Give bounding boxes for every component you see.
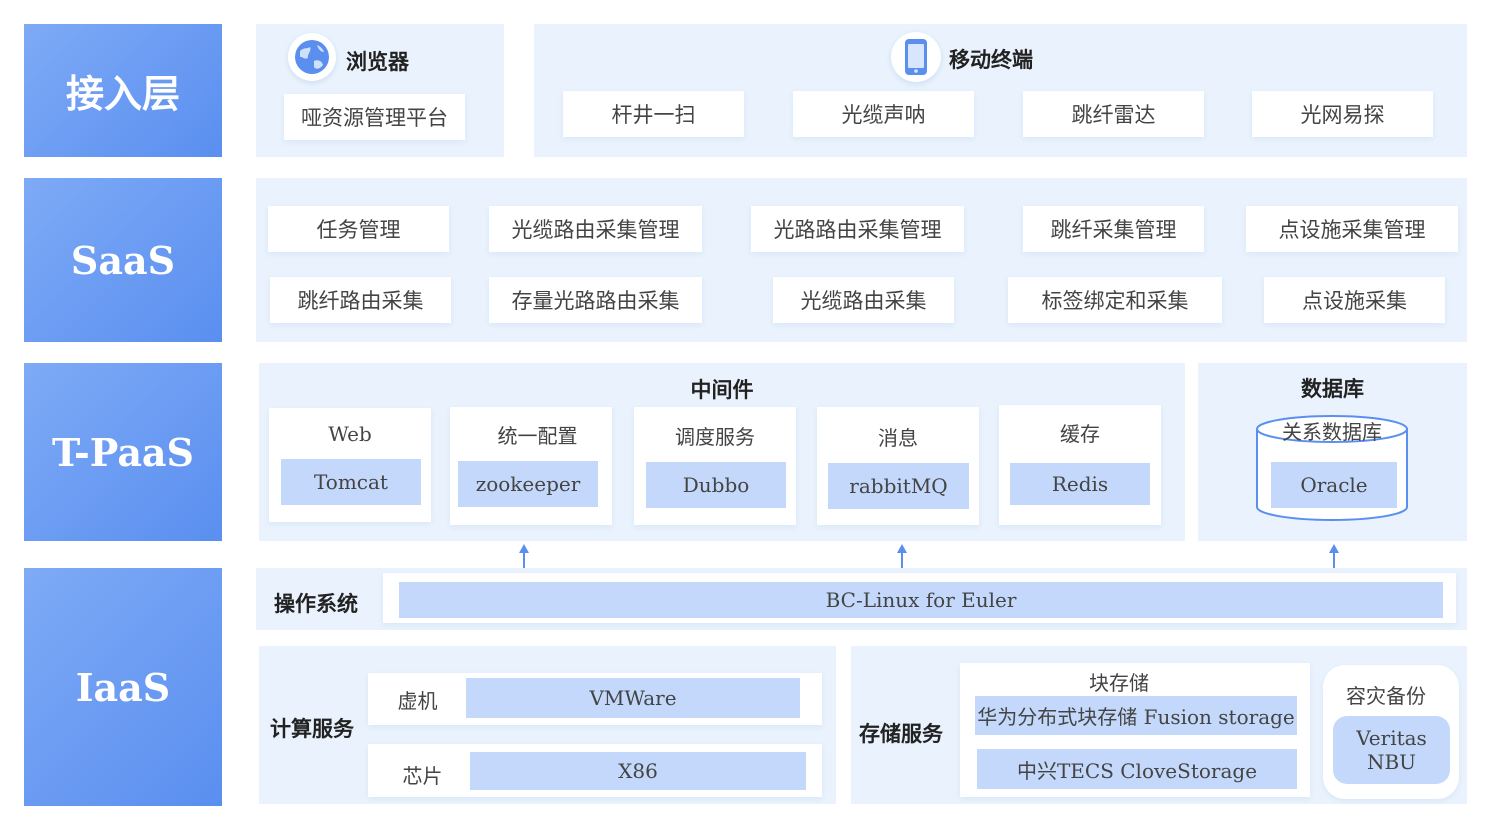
middleware-title: 中间件 (690, 378, 754, 402)
layer-label-saas: SaaS (24, 178, 222, 342)
middleware-card-title: 调度服务 (675, 425, 755, 449)
middleware-card-value: Tomcat (281, 459, 421, 505)
middleware-card-title: 统一配置 (497, 424, 578, 448)
block-storage-item: 中兴TECS CloveStorage (977, 749, 1297, 789)
backup-value: Veritas NBU (1333, 716, 1450, 784)
saas-module-tile: 光缆路由采集 (773, 277, 954, 323)
saas-module-tile: 存量光路路由采集 (489, 277, 702, 323)
block-storage-title: 块存储 (1089, 671, 1149, 695)
layer-label-tpaas: T-PaaS (24, 363, 222, 541)
saas-module-tile: 跳纤路由采集 (270, 277, 451, 323)
browser-app-tile: 哑资源管理平台 (284, 94, 465, 140)
chip-label: 芯片 (402, 764, 443, 788)
block-storage-item: 华为分布式块存储 Fusion storage (975, 696, 1297, 735)
layer-label-iaas: IaaS (24, 568, 222, 806)
saas-module-tile: 跳纤采集管理 (1023, 206, 1204, 252)
browser-title: 浏览器 (346, 50, 409, 74)
mobile-title: 移动终端 (949, 48, 1033, 72)
vm-value: VMWare (466, 678, 800, 718)
layer-label-access: 接入层 (24, 24, 222, 157)
mobile-app-tile: 光缆声呐 (793, 91, 974, 137)
smartphone-icon (891, 32, 941, 82)
middleware-card-title: 消息 (878, 426, 918, 450)
database-subtitle: 关系数据库 (1282, 420, 1382, 444)
saas-module-tile: 点设施采集 (1264, 277, 1445, 323)
vm-label: 虚机 (397, 689, 438, 713)
saas-module-tile: 光路路由采集管理 (751, 206, 964, 252)
os-value: BC-Linux for Euler (399, 582, 1443, 618)
mobile-app-tile: 跳纤雷达 (1023, 91, 1204, 137)
middleware-card-value: zookeeper (458, 461, 598, 507)
middleware-card-title: Web (328, 422, 372, 446)
saas-module-tile: 标签绑定和采集 (1008, 277, 1222, 323)
saas-module-tile: 点设施采集管理 (1246, 206, 1458, 252)
storage-label: 存储服务 (859, 722, 943, 746)
chip-value: X86 (470, 752, 806, 790)
arrow-up-icon (519, 544, 529, 569)
database-title: 数据库 (1301, 377, 1364, 401)
saas-module-tile: 任务管理 (268, 206, 449, 252)
backup-title: 容灾备份 (1346, 684, 1426, 708)
middleware-card-value: Redis (1010, 463, 1150, 505)
mobile-app-tile: 光网易探 (1252, 91, 1433, 137)
os-label: 操作系统 (274, 592, 358, 616)
database-value: Oracle (1271, 462, 1397, 508)
middleware-card-title: 缓存 (1060, 422, 1100, 446)
mobile-app-tile: 杆井一扫 (563, 91, 744, 137)
middleware-card-value: Dubbo (646, 462, 786, 508)
arrow-up-icon (897, 544, 907, 569)
globe-icon (288, 33, 336, 81)
compute-label: 计算服务 (270, 717, 354, 741)
middleware-card-value: rabbitMQ (828, 463, 969, 509)
saas-module-tile: 光缆路由采集管理 (489, 206, 702, 252)
arrow-up-icon (1329, 544, 1339, 569)
